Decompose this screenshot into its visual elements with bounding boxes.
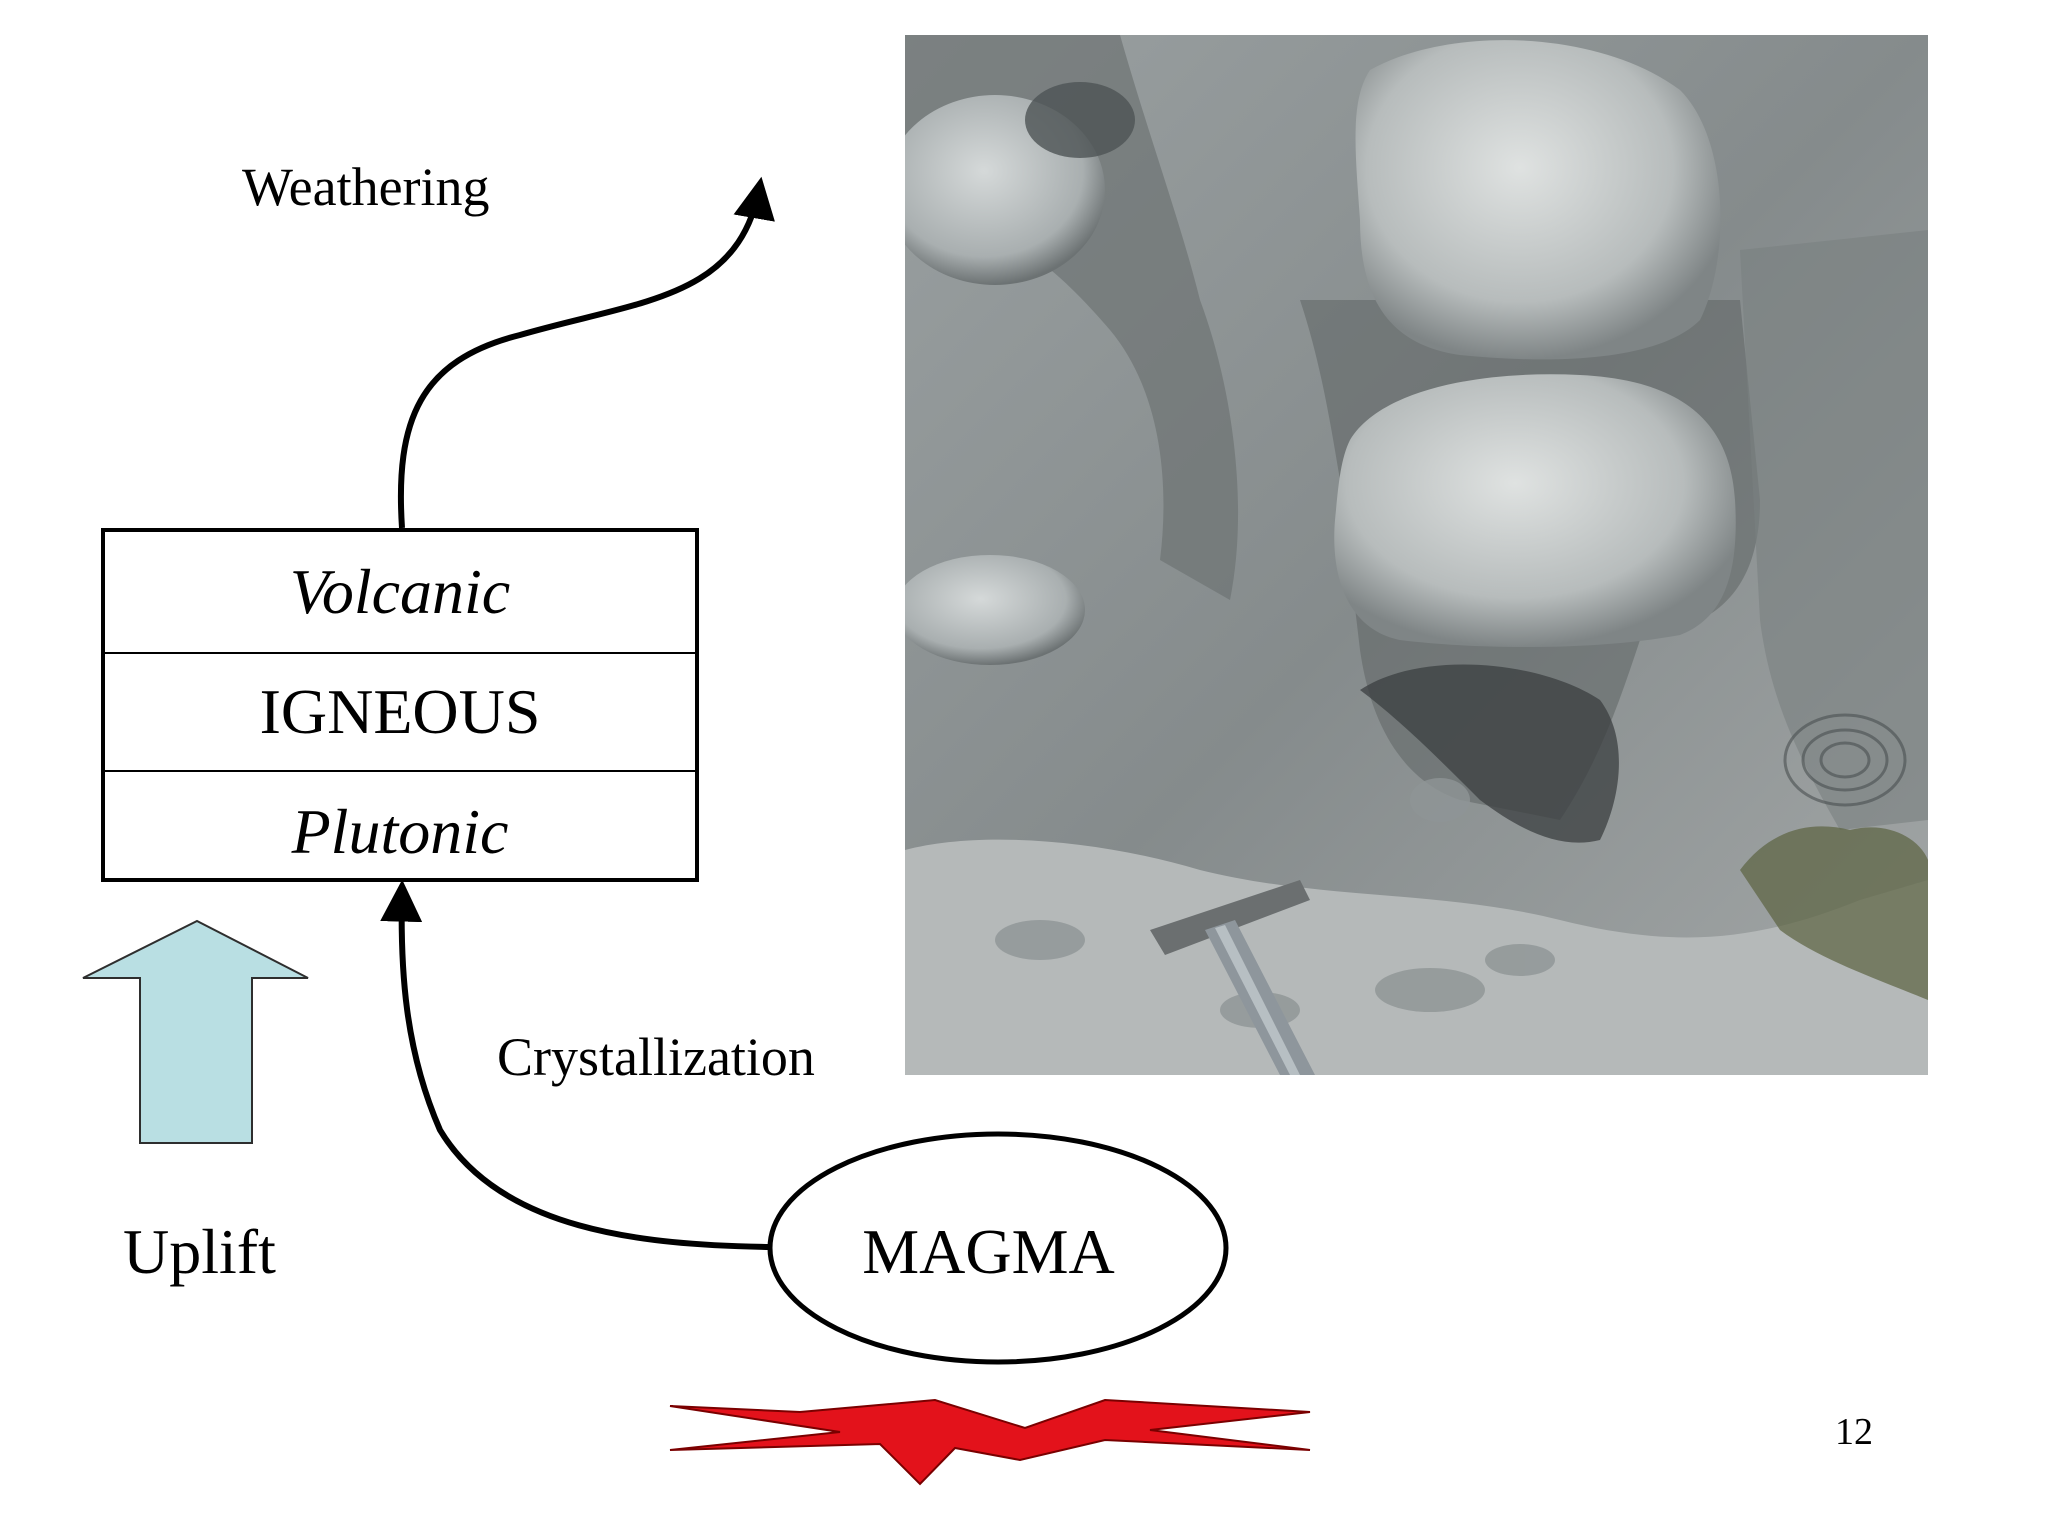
- igneous-rock-box: Volcanic IGNEOUS Plutonic: [101, 528, 699, 882]
- weathering-arrow: [397, 176, 775, 529]
- weathering-label: Weathering: [242, 157, 490, 217]
- uplift-label: Uplift: [123, 1216, 276, 1287]
- page-number: 12: [1835, 1411, 1873, 1453]
- igneous-label: IGNEOUS: [105, 652, 695, 772]
- heat-burst-icon: [669, 1398, 1311, 1486]
- crystallization-arrow: [380, 879, 771, 1250]
- up-arrow-icon: [82, 919, 309, 1144]
- plutonic-label: Plutonic: [291, 796, 509, 867]
- rock-hammer: [1150, 880, 1315, 1075]
- crystallization-label: Crystallization: [497, 1027, 815, 1087]
- magma-ellipse: [767, 1131, 1229, 1365]
- volcanic-label: Volcanic: [289, 556, 511, 627]
- magma-label: MAGMA: [862, 1216, 1115, 1287]
